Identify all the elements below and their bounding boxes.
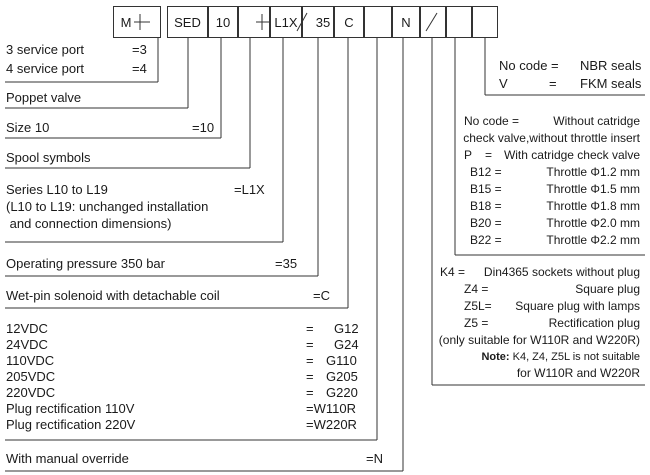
code-box-type-text: M xyxy=(120,14,132,30)
plug-k4-desc: Din4365 sockets without plug xyxy=(483,265,640,279)
code-box-voltage xyxy=(364,6,392,38)
override-code: =N xyxy=(366,451,383,466)
code-box-model-text: SED xyxy=(174,14,201,30)
solenoid-code: =C xyxy=(313,288,330,303)
poppet-label: Poppet valve xyxy=(6,90,82,105)
voltage-220-eq: = xyxy=(306,385,314,400)
throttle-b22-desc: Throttle Φ2.2 mm xyxy=(546,233,640,247)
throttle-b18-desc: Throttle Φ1.8 mm xyxy=(546,199,640,213)
voltage-205-label: 205VDC xyxy=(6,369,56,384)
series-label: Series L10 to L19 xyxy=(6,182,108,197)
insert-p-eq: = xyxy=(485,148,493,162)
seal-fkm-code: V xyxy=(499,76,508,91)
voltage-205-code: G205 xyxy=(326,369,358,384)
port-4-code: =4 xyxy=(132,61,147,76)
voltage-205-eq: = xyxy=(306,369,314,384)
port-3-code: =3 xyxy=(132,42,147,57)
solenoid-label: Wet-pin solenoid with detachable coil xyxy=(6,288,220,303)
voltage-24-eq: = xyxy=(306,337,314,352)
voltage-24-code: G24 xyxy=(334,337,359,352)
series-note-1: (L10 to L19: unchanged installation xyxy=(6,199,209,214)
series-code: =L1X xyxy=(234,182,265,197)
plug-warning: Note: K4, Z4, Z5L is not suitable xyxy=(481,350,640,364)
voltage-24-label: 24VDC xyxy=(6,337,48,352)
code-box-size-text: 10 xyxy=(215,14,231,30)
throttle-b18-code: B18 = xyxy=(470,199,502,213)
throttle-b20-desc: Throttle Φ2.0 mm xyxy=(546,216,640,230)
code-box-type: M xyxy=(113,6,161,38)
throttle-b22-code: B22 = xyxy=(470,233,502,247)
seal-fkm-label: FKM seals xyxy=(580,76,642,91)
voltage-110-label: 110VDC xyxy=(6,353,55,368)
insert-p-code: P xyxy=(464,148,473,162)
throttle-b15-code: B15 = xyxy=(470,182,502,196)
voltage-110-eq: = xyxy=(306,353,314,368)
code-box-series-text: L1X xyxy=(274,14,298,30)
code-box-solenoid-text: C xyxy=(344,14,354,30)
plug-note: (only suitable for W110R and W220R) xyxy=(438,333,640,347)
rect-220-label: Plug rectification 220V xyxy=(6,417,136,432)
plug-z4-code: Z4 = xyxy=(464,282,489,296)
port-4-label: 4 service port xyxy=(6,61,85,76)
voltage-12-eq: = xyxy=(306,321,314,336)
plug-z5-desc: Rectification plug xyxy=(548,316,640,330)
insert-nocode-desc-2: check valve,without throttle insert xyxy=(463,131,640,145)
throttle-b15-desc: Throttle Φ1.5 mm xyxy=(546,182,640,196)
voltage-12-code: G12 xyxy=(334,321,359,336)
code-box-plug xyxy=(420,6,446,38)
code-box-size: 10 xyxy=(208,6,238,38)
code-box-spool xyxy=(238,6,270,38)
voltage-220-code: G220 xyxy=(326,385,358,400)
series-note-2: and connection dimensions) xyxy=(6,216,172,231)
code-box-model: SED xyxy=(167,6,208,38)
throttle-b20-code: B20 = xyxy=(470,216,502,230)
rect-110-code: =W110R xyxy=(306,401,356,416)
pressure-label: Operating pressure 350 bar xyxy=(6,256,165,271)
code-box-override: N xyxy=(392,6,420,38)
voltage-12-label: 12VDC xyxy=(6,321,48,336)
code-box-insert xyxy=(446,6,472,38)
code-box-pressure: 35 xyxy=(302,6,334,38)
plug-warning-2: for W110R and W220R xyxy=(516,366,640,380)
insert-p-desc: With catridge check valve xyxy=(503,148,640,162)
plug-warning-text: K4, Z4, Z5L is not suitable xyxy=(509,351,640,363)
voltage-110-code: G110 xyxy=(326,353,357,368)
plug-warning-label: Note: xyxy=(481,351,510,363)
spool-label: Spool symbols xyxy=(6,150,91,165)
insert-nocode: No code = xyxy=(464,114,520,128)
code-box-seals xyxy=(472,6,498,38)
size-label: Size 10 xyxy=(6,120,50,135)
plug-k4-code: K4 = xyxy=(440,265,466,279)
code-box-series: L1X xyxy=(270,6,302,38)
rect-110-label: Plug rectification 110V xyxy=(6,401,135,416)
plug-z5l-code: Z5L= xyxy=(464,299,492,313)
rect-220-code: =W220R xyxy=(306,417,357,432)
seal-fkm-eq: = xyxy=(549,76,557,91)
throttle-b12-desc: Throttle Φ1.2 mm xyxy=(546,165,640,179)
size-code: =10 xyxy=(192,120,215,135)
plug-z4-desc: Square plug xyxy=(575,282,640,296)
throttle-b12-code: B12 = xyxy=(470,165,502,179)
plug-z5-code: Z5 = xyxy=(464,316,489,330)
seal-nbr-code: No code = xyxy=(499,58,559,73)
port-3-label: 3 service port xyxy=(6,42,85,57)
pressure-code: =35 xyxy=(275,256,298,271)
seal-nbr-label: NBR seals xyxy=(580,58,642,73)
code-box-override-text: N xyxy=(401,14,411,30)
voltage-220-label: 220VDC xyxy=(6,385,56,400)
override-label: With manual override xyxy=(6,451,129,466)
code-box-pressure-text: 35 xyxy=(315,14,331,30)
insert-nocode-desc-1: Without catridge xyxy=(553,114,640,128)
code-box-solenoid: C xyxy=(334,6,364,38)
plug-z5l-desc: Square plug with lamps xyxy=(515,299,640,313)
